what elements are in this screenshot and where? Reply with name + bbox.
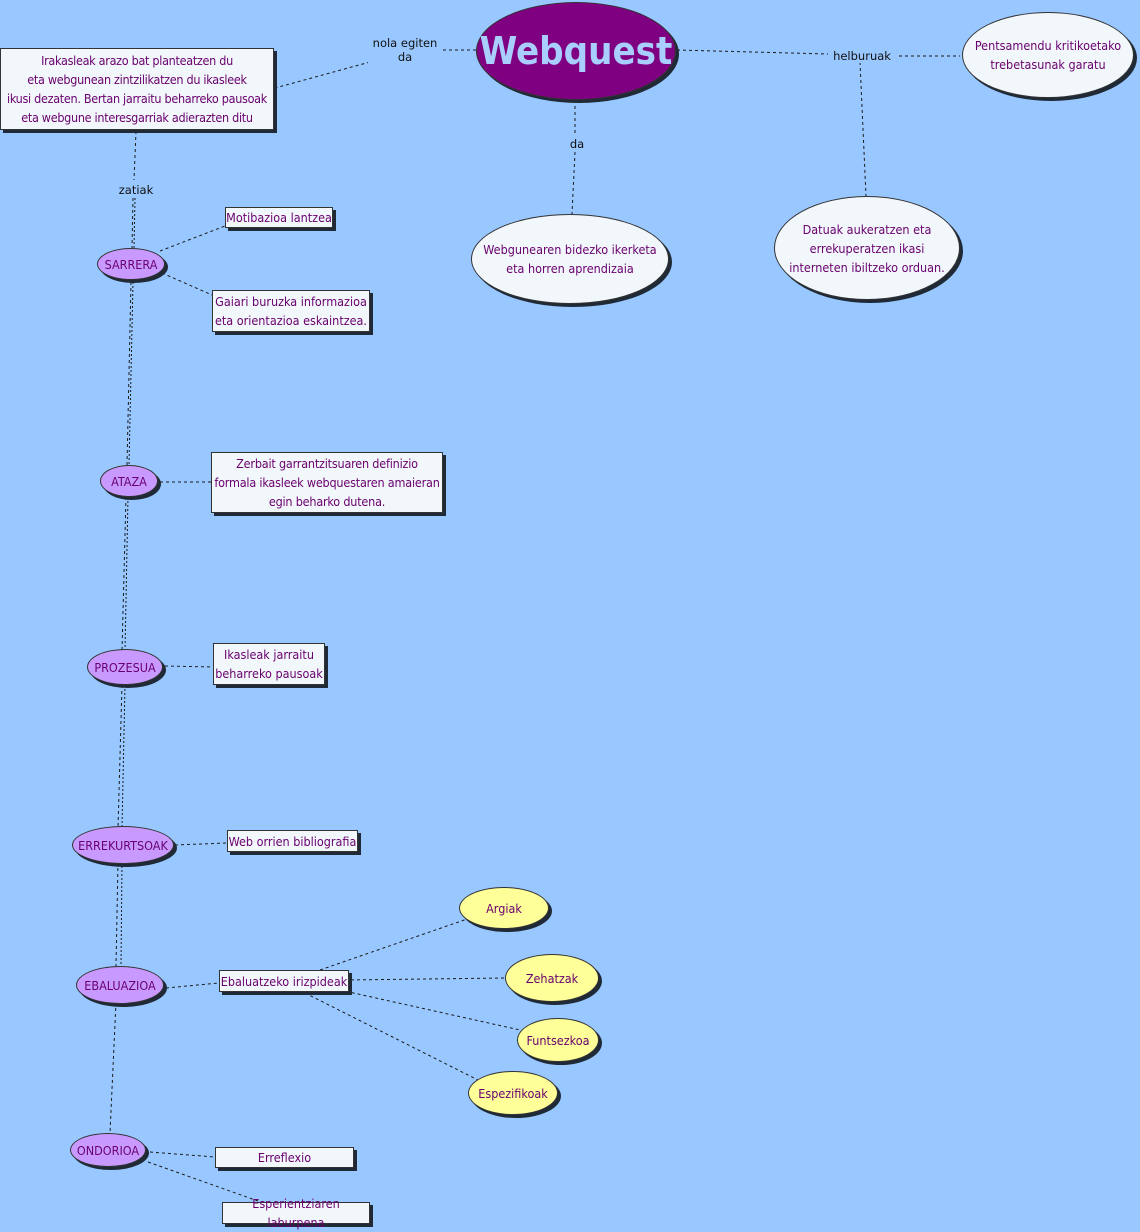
criteria-ellipse: Funtsezkoa bbox=[517, 1018, 599, 1062]
goals-link-label: helburuak bbox=[828, 49, 896, 63]
goal-ellipse: Pentsamendu kritikoetako trebetasunak ga… bbox=[962, 12, 1134, 98]
criteria-ellipse: Argiak bbox=[459, 887, 549, 929]
section-node-ondorioa: ONDORIOA bbox=[70, 1133, 146, 1167]
detail-box: Zerbait garrantzitsuaren definizio forma… bbox=[211, 452, 443, 513]
section-node-ebaluazioa: EBALUAZIOA bbox=[76, 966, 164, 1004]
detail-box: Gaiari buruzka informazioa eta orientazi… bbox=[212, 290, 370, 332]
detail-box: Ikasleak jarraitu beharreko pausoak bbox=[213, 643, 325, 685]
section-node-ataza: ATAZA bbox=[100, 465, 158, 497]
main-topic-node: Webquest bbox=[476, 2, 676, 100]
parts-link-label: zatiak bbox=[112, 183, 160, 197]
goal-ellipse: Datuak aukeratzen eta errekuperatzen ika… bbox=[774, 196, 960, 300]
section-node-prozesua: PROZESUA bbox=[87, 649, 163, 685]
is-link-label: da bbox=[564, 137, 590, 151]
definition-box: Irakasleak arazo bat planteatzen du eta … bbox=[0, 48, 274, 130]
detail-box: Erreflexio bbox=[215, 1147, 354, 1168]
detail-box: Esperientziaren laburpena bbox=[222, 1196, 370, 1230]
is-ellipse: Webgunearen bidezko ikerketa eta horren … bbox=[471, 214, 669, 304]
detail-box: Motibazioa lantzea bbox=[225, 207, 333, 228]
detail-box: Web orrien bibliografia bbox=[227, 830, 358, 852]
section-node-sarrera: SARRERA bbox=[97, 248, 165, 280]
criteria-ellipse: Zehatzak bbox=[505, 954, 599, 1002]
definition-link-label: nola egiten da bbox=[368, 36, 442, 64]
section-node-errekurtsoak: ERREKURTSOAK bbox=[72, 826, 174, 864]
criteria-ellipse: Espezifikoak bbox=[468, 1071, 558, 1115]
detail-box: Ebaluatzeko irizpideak bbox=[219, 970, 349, 992]
